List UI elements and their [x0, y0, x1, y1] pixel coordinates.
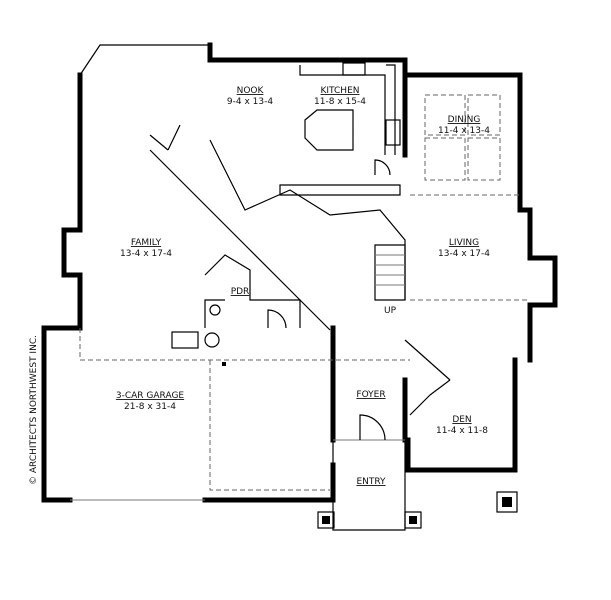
- room-kitchen-size: 11-8 x 15-4: [314, 97, 366, 107]
- room-garage-name: 3-CAR GARAGE: [116, 391, 185, 401]
- room-nook-name: NOOK: [237, 86, 265, 96]
- room-entry-name: ENTRY: [356, 477, 386, 487]
- room-pdr-name: PDR: [231, 287, 250, 297]
- room-family-name: FAMILY: [131, 238, 162, 248]
- interior-lines: [79, 62, 530, 529]
- room-living-name: LIVING: [449, 238, 479, 248]
- room-labels: NOOK 9-4 x 13-4 KITCHEN 11-8 x 15-4 DINI…: [29, 86, 490, 487]
- room-dining-name: DINING: [448, 115, 481, 125]
- stair-up-label: UP: [384, 306, 397, 316]
- room-garage-size: 21-8 x 31-4: [124, 402, 176, 412]
- copyright-text: © ARCHITECTS NORTHWEST INC.: [29, 335, 39, 485]
- walls: [41, 42, 558, 531]
- room-den-name: DEN: [452, 415, 471, 425]
- room-foyer-name: FOYER: [356, 390, 385, 400]
- room-den-size: 11-4 x 11-8: [436, 426, 488, 436]
- room-living-size: 13-4 x 17-4: [438, 249, 490, 259]
- room-dining-size: 11-4 x 13-4: [438, 126, 490, 136]
- room-family-size: 13-4 x 17-4: [120, 249, 172, 259]
- room-nook-size: 9-4 x 13-4: [227, 97, 273, 107]
- room-kitchen-name: KITCHEN: [321, 86, 360, 96]
